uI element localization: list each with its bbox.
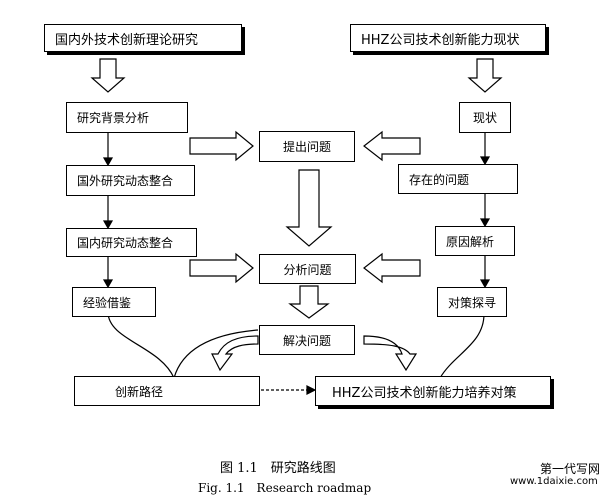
converge-curve-left [107, 311, 175, 379]
block-arrow-analyze-to-solve [288, 285, 330, 319]
node-hhz-status: HHZ公司技术创新能力现状 [350, 24, 546, 52]
node-analyze-question: 分析问题 [259, 254, 356, 284]
node-existing-problems: 存在的问题 [398, 164, 518, 194]
converge-curve-right [173, 329, 259, 379]
arrow-head-2 [102, 220, 114, 230]
caption-en: Fig. 1.1 Research roadmap [198, 481, 372, 495]
dashed-arrow-head [306, 385, 317, 395]
arrow-head-5 [479, 218, 491, 228]
arrow-head-3 [102, 279, 114, 289]
caption-cn: 图 1.1 研究路线图 [220, 461, 336, 476]
node-current-status: 现状 [459, 102, 511, 133]
node-solve-question: 解决问题 [259, 325, 355, 355]
block-arrow-left-to-analyze [363, 252, 421, 284]
block-arrow-left-to-raise [363, 130, 421, 162]
arrow-head-6 [479, 279, 491, 289]
converge-curve-right-box [439, 313, 485, 379]
curved-arrow-solve-to-strategy [363, 335, 418, 372]
arrow-head-4 [479, 156, 491, 166]
block-arrow-right-to-analyze [189, 252, 254, 284]
node-countermeasure-explore: 对策探寻 [437, 287, 507, 317]
block-arrow-down-left-top [90, 58, 126, 93]
watermark-title: 第一代写网 [540, 462, 601, 476]
arrow-head-1 [102, 157, 114, 167]
curved-arrow-solve-to-path [211, 335, 259, 372]
block-arrow-raise-to-analyze [285, 169, 333, 247]
node-cultivation-strategy: HHZ公司技术创新能力培养对策 [315, 376, 551, 406]
block-arrow-right-to-raise [189, 130, 254, 162]
node-domestic-theory: 国内外技术创新理论研究 [44, 24, 242, 52]
node-background: 研究背景分析 [66, 102, 188, 133]
block-arrow-down-right-top [467, 58, 503, 93]
node-foreign-dynamics: 国外研究动态整合 [66, 165, 195, 196]
node-experience: 经验借鉴 [72, 287, 156, 317]
node-domestic-dynamics: 国内研究动态整合 [66, 228, 197, 257]
watermark-url: www.1daixie.com [510, 476, 598, 487]
node-cause-analysis: 原因解析 [435, 226, 515, 256]
node-innovation-path: 创新路径 [74, 376, 260, 406]
node-raise-question: 提出问题 [259, 131, 355, 162]
